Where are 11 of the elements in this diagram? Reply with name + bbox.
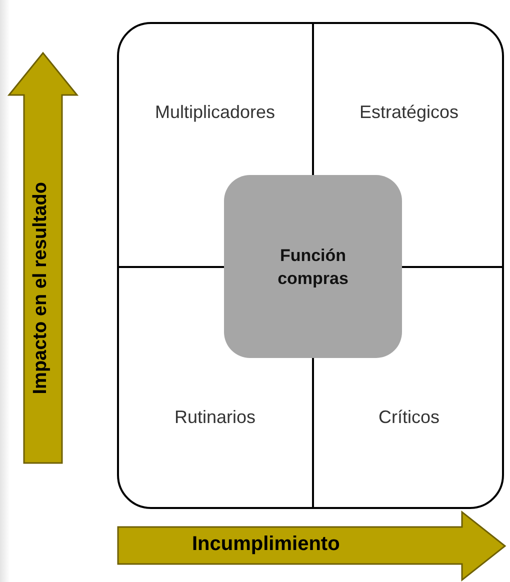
axis-arrow bbox=[117, 511, 507, 581]
quadrant-label: Multiplicadores bbox=[125, 92, 305, 132]
axis-label: Impacto en el resultado bbox=[30, 182, 52, 394]
center-label: Función compras bbox=[276, 244, 350, 290]
center-box bbox=[224, 175, 402, 358]
quadrant-label: Estratégicos bbox=[319, 92, 499, 132]
matrix-frame bbox=[117, 22, 504, 509]
quadrant-label: Rutinarios bbox=[125, 397, 305, 437]
axis-label: Incumplimiento bbox=[192, 533, 340, 556]
quadrant-label: Críticos bbox=[319, 397, 499, 437]
axis-arrow bbox=[8, 52, 78, 464]
